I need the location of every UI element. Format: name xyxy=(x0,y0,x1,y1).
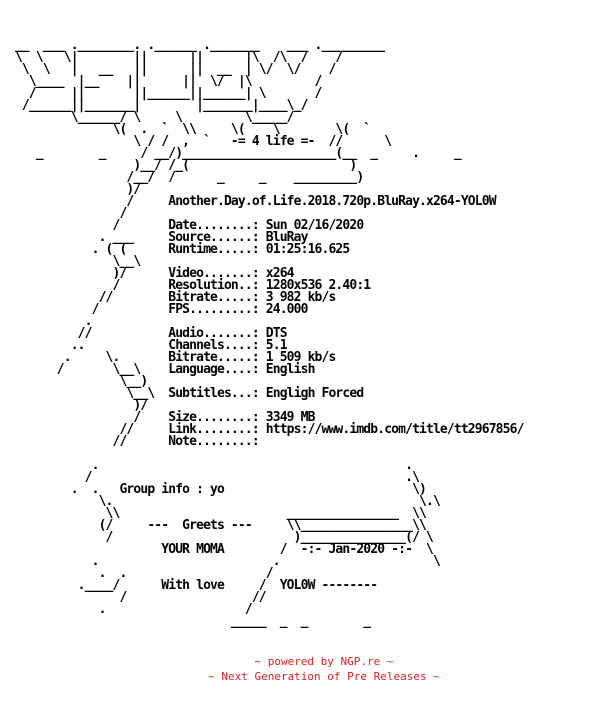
nfo-line: (/ --- Greets --- \\________________\\ xyxy=(8,518,427,533)
nfo-line: / Resolution..: 1280x536 2.40:1 xyxy=(8,278,372,293)
nfo-line: \__\ xyxy=(8,254,142,269)
footer-powered-by: ~ powered by NGP.re ~ xyxy=(254,655,394,668)
nfo-line: \______/ \ \ \_____/ xyxy=(8,110,295,125)
nfo-line: / FPS.........: 24.000 xyxy=(8,302,309,317)
nfo-line: / // xyxy=(8,590,266,605)
nfo-line: _ _ / __/)______________________(__ _ . … xyxy=(8,146,462,161)
nfo-line: \__\ Subtitles...: Engligh Forced xyxy=(8,386,364,401)
nfo-line: .. Channels....: 5.1 xyxy=(8,338,288,353)
nfo-line: / .\ xyxy=(8,470,420,485)
nfo-line: . ___ Source......: BluRay xyxy=(8,230,309,245)
nfo-line: .____/ With love / YOL0W -------- xyxy=(8,578,378,593)
nfo-line: // Bitrate.....: 3 982 kb/s xyxy=(8,290,337,305)
nfo-line: . . / xyxy=(8,566,274,581)
nfo-line: \ / / , ` -= 4 life =- // \ xyxy=(8,134,406,149)
nfo-line: . xyxy=(8,314,93,329)
nfo-line: / Date........: Sun 02/16/2020 xyxy=(8,218,365,233)
nfo-line: / xyxy=(8,206,127,221)
nfo-line: \ \ | __ || || __ | \/ \/ / xyxy=(8,62,336,77)
nfo-line: \__) xyxy=(8,374,148,389)
nfo-line: / Another.Day.of.Life.2018.720p.BluRay.x… xyxy=(8,194,496,209)
nfo-line: \. \.\ xyxy=(8,494,441,509)
footer: ~ powered by NGP.re ~ ~ Next Generation … xyxy=(0,654,616,684)
nfo-line: \( . ` \\ \( \ \( ` xyxy=(8,122,372,137)
nfo-line: /______||_______| |_______|____\_/ xyxy=(8,98,309,113)
nfo-line: )/ Video.......: x264 xyxy=(8,266,295,281)
nfo-line: _____ _ _ _ xyxy=(8,614,371,629)
nfo-line: )__/ /_( ) xyxy=(8,158,357,173)
nfo-line: . . xyxy=(8,458,413,473)
nfo-line: / Size........: 3349 MB xyxy=(8,410,315,425)
nfo-line: / )_______________(/ \ xyxy=(8,530,434,545)
nfo-line: . ( ( Runtime.....: 01:25:16.625 xyxy=(8,242,351,257)
nfo-line: YOUR MOMA / -:- Jan-2020 -:- \ xyxy=(8,542,434,557)
nfo-line: . . Group info : yo \) xyxy=(8,482,427,497)
nfo-line: / || ||______||______| \ / xyxy=(8,86,322,101)
nfo-line: // Note........: xyxy=(8,434,260,449)
footer-tagline: ~ Next Generation of Pre Releases ~ xyxy=(208,670,440,683)
nfo-line: . . \ xyxy=(8,554,441,569)
nfo-line: \\ ________________ \\ xyxy=(8,506,427,521)
nfo-line: // Audio.......: DTS xyxy=(8,326,288,341)
nfo-line: . / xyxy=(8,602,253,617)
nfo-line: . \. Bitrate.....: 1 509 kb/s xyxy=(8,350,337,365)
nfo-line: )/ xyxy=(8,398,148,413)
nfo-line: /__/ / _ _ _________) xyxy=(8,170,364,185)
nfo-ascii-art: __ ___ .________. .______ ._______ ___ .… xyxy=(8,28,524,628)
nfo-line: / \__\ Language....: English xyxy=(8,362,316,377)
nfo-line: )/ xyxy=(8,182,141,197)
nfo-line: \____ |__ || || \/ |\ / xyxy=(8,74,322,89)
nfo-line: __ ___ .________. .______ ._______ ___ .… xyxy=(8,38,385,53)
nfo-line: // Link........: https://www.imdb.com/ti… xyxy=(8,422,524,437)
nfo-line: \ \ \| || || |\ /\ / / xyxy=(8,50,343,65)
